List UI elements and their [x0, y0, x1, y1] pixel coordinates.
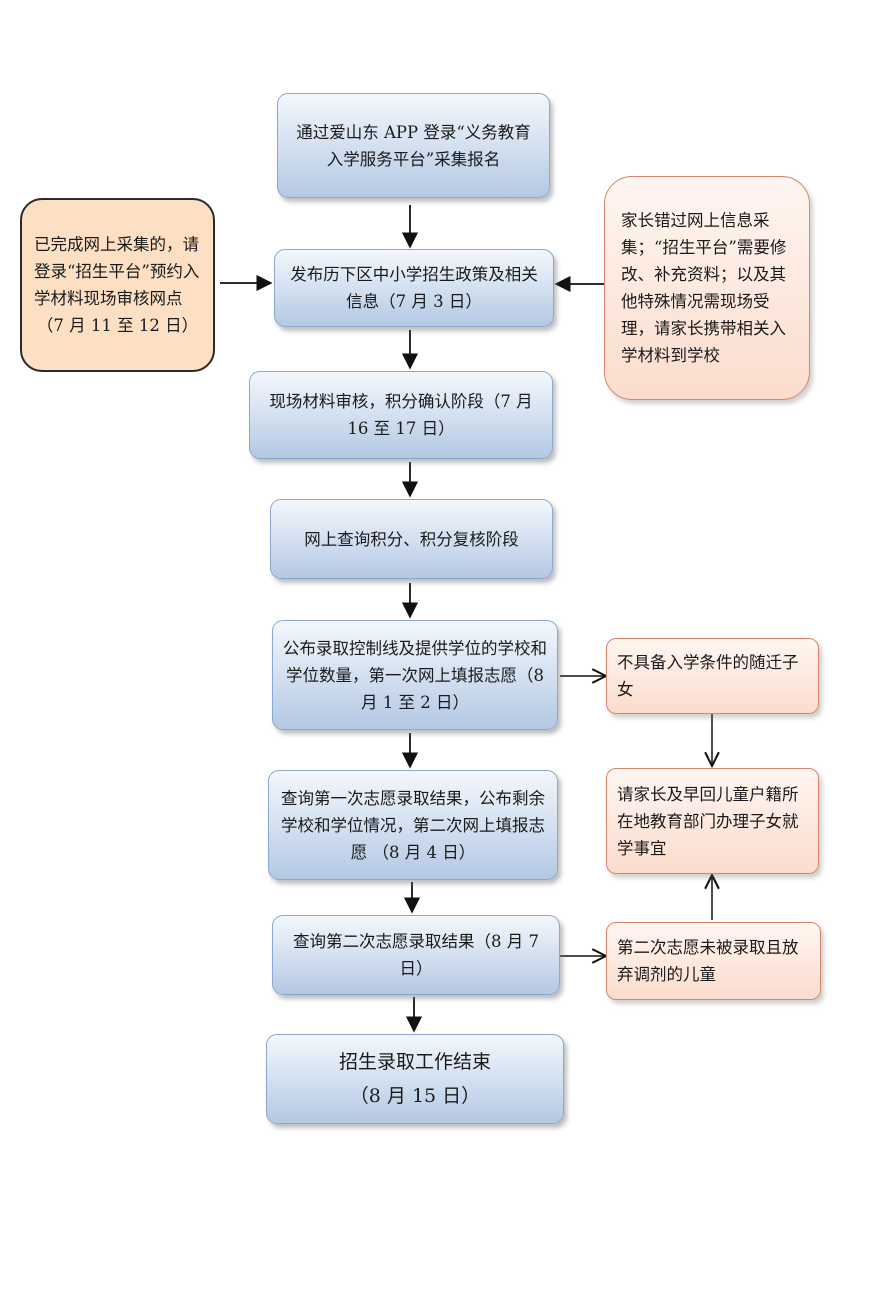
step4-box: 网上查询积分、积分复核阶段 [270, 499, 553, 579]
step7-text: 查询第二次志愿录取结果（8 月 7 日） [293, 932, 539, 978]
step8-date: （8 月 15 日） [349, 1085, 481, 1107]
left-note-date: （7 月 11 至 12 日） [36, 316, 199, 335]
step1-box: 通过爱山东 APP 登录“义务教育入学服务平台”采集报名 [277, 93, 550, 198]
step2-text: 发布历下区中小学招生政策及相关信息（7 月 3 日） [290, 265, 538, 311]
side-a-box: 不具备入学条件的随迁子女 [606, 638, 819, 714]
right-note-text: 家长错过网上信息采集；“招生平台”需要修改、补充资料；以及其他特殊情况需现场受理… [621, 211, 787, 365]
step8-box: 招生录取工作结束 （8 月 15 日） [266, 1034, 564, 1124]
side-c-box: 第二次志愿未被录取且放弃调剂的儿童 [606, 922, 821, 1000]
step6-text: 查询第一次志愿录取结果，公布剩余学校和学位情况，第二次网上填报志愿 （8 月 4… [281, 788, 545, 862]
step5-box: 公布录取控制线及提供学位的学校和学位数量，第一次网上填报志愿（8 月 1 至 2… [272, 620, 558, 730]
step3-box: 现场材料审核，积分确认阶段（7 月 16 至 17 日） [249, 371, 553, 459]
side-c-text: 第二次志愿未被录取且放弃调剂的儿童 [617, 938, 799, 984]
side-a-text: 不具备入学条件的随迁子女 [617, 653, 799, 699]
step1-text: 通过爱山东 APP 登录“义务教育入学服务平台”采集报名 [296, 122, 531, 169]
side-b-text: 请家长及早回儿童户籍所在地教育部门办理子女就学事宜 [617, 784, 799, 858]
side-b-box: 请家长及早回儿童户籍所在地教育部门办理子女就学事宜 [606, 768, 819, 874]
step8-title: 招生录取工作结束 [338, 1051, 491, 1073]
step5-text: 公布录取控制线及提供学位的学校和学位数量，第一次网上填报志愿（8 月 1 至 2… [283, 638, 547, 712]
step6-box: 查询第一次志愿录取结果，公布剩余学校和学位情况，第二次网上填报志愿 （8 月 4… [268, 770, 558, 880]
step4-text: 网上查询积分、积分复核阶段 [304, 529, 519, 549]
step3-text: 现场材料审核，积分确认阶段（7 月 16 至 17 日） [269, 392, 533, 438]
left-note-text: 已完成网上采集的，请登录“招生平台”预约入学材料现场审核网点 [34, 235, 200, 308]
step2-box: 发布历下区中小学招生政策及相关信息（7 月 3 日） [274, 249, 554, 327]
step7-box: 查询第二次志愿录取结果（8 月 7 日） [272, 915, 560, 995]
right-note-box: 家长错过网上信息采集；“招生平台”需要修改、补充资料；以及其他特殊情况需现场受理… [604, 176, 810, 400]
left-note-box: 已完成网上采集的，请登录“招生平台”预约入学材料现场审核网点 （7 月 11 至… [20, 198, 215, 372]
